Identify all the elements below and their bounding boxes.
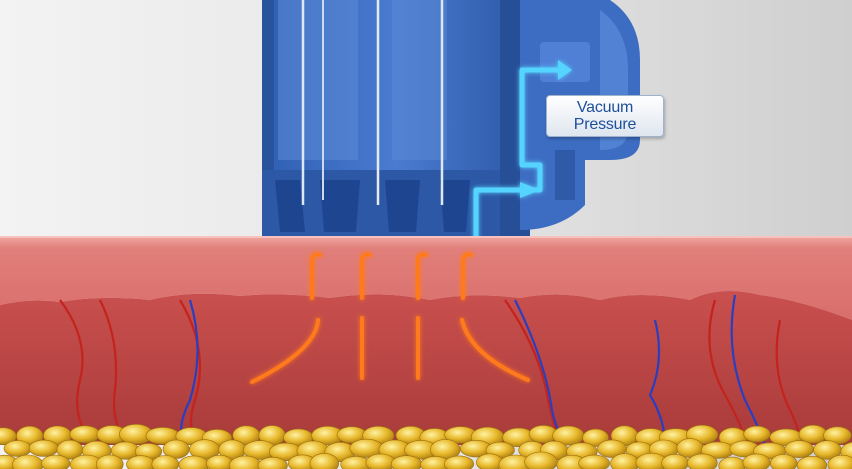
callout-line-1: Vacuum — [576, 99, 634, 116]
fat-cell — [578, 454, 610, 469]
airflow-arrow-icon — [473, 60, 572, 240]
fat-cell — [798, 424, 828, 444]
fat-cell — [28, 439, 59, 457]
fat-cell — [524, 451, 558, 469]
epidermis — [0, 236, 852, 320]
callout-line-2: Pressure — [573, 116, 637, 133]
fat-cell — [41, 454, 71, 469]
skin-cross-section — [0, 236, 852, 445]
rf-energy-arrow-icon — [250, 252, 530, 384]
vacuum-pressure-callout: Vacuum Pressure — [546, 95, 664, 137]
fat-cell — [661, 454, 689, 469]
fat-cell — [3, 440, 32, 457]
fat-cell — [796, 456, 827, 469]
dermis — [0, 291, 852, 445]
fat-cell — [827, 454, 852, 469]
fat-cell — [309, 453, 339, 469]
fat-cell — [743, 425, 771, 443]
fat-cell — [742, 453, 771, 469]
fat-layer — [0, 424, 852, 469]
fat-cell — [257, 457, 288, 469]
fat-cell — [206, 454, 234, 469]
fat-cell — [770, 454, 798, 469]
fat-cell — [69, 425, 101, 444]
fat-cell — [365, 453, 396, 469]
fat-cell — [95, 454, 124, 469]
fat-cell — [687, 453, 718, 469]
fat-cell — [443, 455, 475, 469]
